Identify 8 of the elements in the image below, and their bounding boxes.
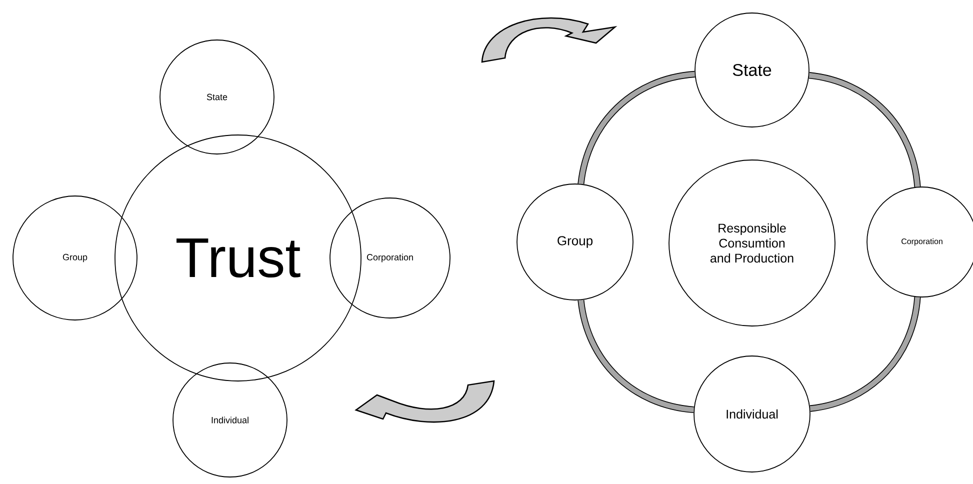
ring-segment [810, 296, 921, 412]
circle-node: State [694, 12, 810, 128]
ring-segment [578, 70, 696, 184]
circle-node: Responsible Consumtion and Production [668, 160, 836, 326]
ring-segment [578, 300, 694, 414]
ring-segment [808, 72, 921, 188]
circle-node: Individual [694, 356, 810, 472]
circle-node: Group [516, 184, 634, 300]
